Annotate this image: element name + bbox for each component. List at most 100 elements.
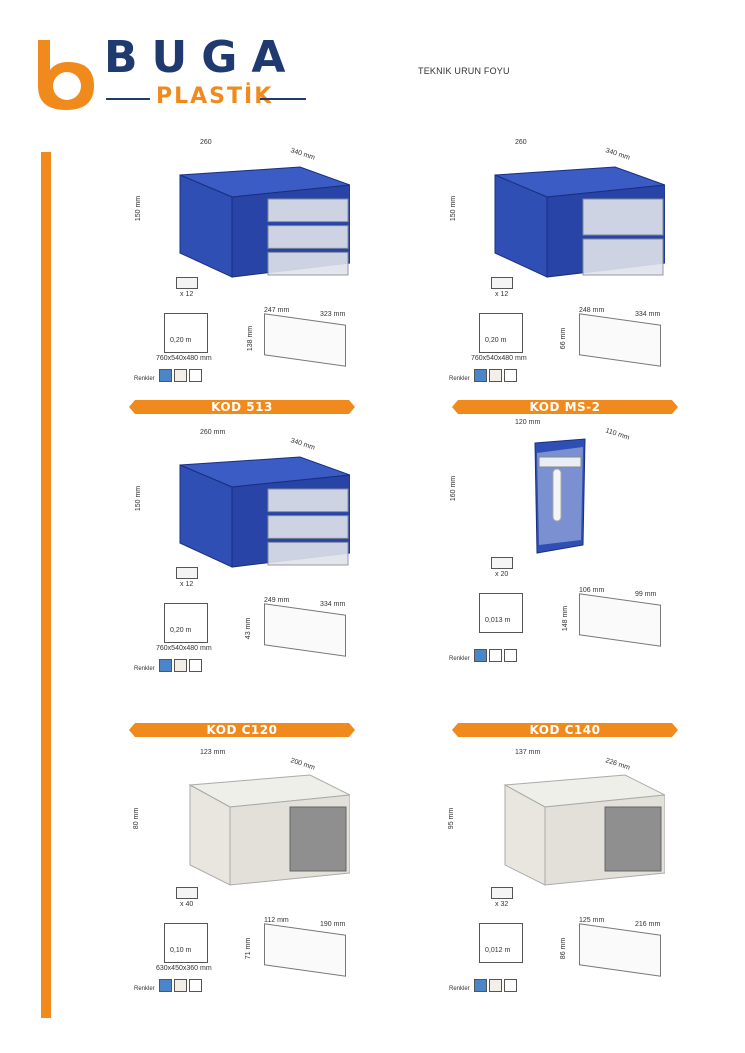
color-swatch-3[interactable] bbox=[503, 979, 517, 993]
small-box-icon bbox=[491, 277, 513, 289]
drawer-diagram: 249 mm 334 mm 43 mm bbox=[245, 595, 360, 665]
dimension-height: 80 mm bbox=[133, 807, 141, 830]
color-swatch-1[interactable] bbox=[158, 659, 172, 673]
color-options: Renkler bbox=[449, 977, 519, 995]
product-image bbox=[465, 145, 666, 285]
package-volume: 0,013 m bbox=[485, 617, 511, 624]
drawer-outline bbox=[264, 603, 346, 657]
package-qty: x 40 bbox=[180, 901, 194, 908]
color-swatch-1[interactable] bbox=[158, 979, 172, 993]
package-volume: 0,20 m bbox=[170, 627, 192, 634]
carton-box-icon bbox=[164, 923, 208, 963]
package-info: x 20 0,013 m bbox=[475, 557, 555, 647]
color-swatch-2[interactable] bbox=[488, 979, 502, 993]
dimension-height: 150 mm bbox=[135, 485, 143, 512]
drawer-width: 106 mm bbox=[579, 587, 605, 594]
color-swatch-2[interactable] bbox=[173, 979, 187, 993]
drawer-depth: 216 mm bbox=[635, 921, 661, 928]
drawer-height: 66 mm bbox=[560, 327, 568, 350]
dimension-height: 160 mm bbox=[450, 475, 458, 502]
drawer-outline bbox=[579, 313, 661, 367]
drawer-depth: 334 mm bbox=[320, 601, 346, 608]
color-swatch-2[interactable] bbox=[488, 369, 502, 383]
small-box-icon bbox=[176, 887, 198, 899]
sheet-title: TEKNIK URUN FOYU bbox=[418, 66, 510, 76]
drawer-depth: 323 mm bbox=[320, 311, 346, 318]
dimension-height: 150 mm bbox=[450, 195, 458, 222]
color-swatch-1[interactable] bbox=[158, 369, 172, 383]
carton-size: 630x450x360 mm bbox=[156, 965, 212, 972]
brand-divider-left bbox=[106, 98, 150, 100]
color-swatch-3[interactable] bbox=[188, 979, 202, 993]
carton-box-icon bbox=[479, 923, 523, 963]
carton-size: 760x540x480 mm bbox=[156, 355, 212, 362]
color-swatch-2[interactable] bbox=[173, 659, 187, 673]
color-options: Renkler bbox=[449, 647, 519, 665]
colors-label: Renkler bbox=[449, 376, 470, 382]
package-volume: 0,20 m bbox=[485, 337, 507, 344]
drawer-height: 43 mm bbox=[245, 617, 253, 640]
drawer-outline bbox=[579, 923, 661, 977]
color-swatch-3[interactable] bbox=[503, 649, 517, 663]
package-qty: x 20 bbox=[495, 571, 509, 578]
drawer-outline bbox=[264, 313, 346, 367]
color-swatch-1[interactable] bbox=[473, 649, 487, 663]
dimension-width: 137 mm bbox=[515, 749, 541, 756]
color-options: Renkler bbox=[134, 657, 204, 675]
color-options: Renkler bbox=[449, 367, 519, 385]
color-swatch-1[interactable] bbox=[473, 369, 487, 383]
carton-size: 760x540x480 mm bbox=[471, 355, 527, 362]
side-accent-bar bbox=[41, 152, 51, 1018]
product-image bbox=[150, 435, 351, 575]
colors-label: Renkler bbox=[134, 666, 155, 672]
dimension-width: 260 bbox=[515, 139, 527, 146]
small-box-icon bbox=[491, 557, 513, 569]
drawer-height: 138 mm bbox=[247, 325, 255, 352]
small-box-icon bbox=[176, 567, 198, 579]
package-qty: x 32 bbox=[495, 901, 509, 908]
package-volume: 0,012 m bbox=[485, 947, 511, 954]
brand-name: BUGA bbox=[104, 32, 300, 83]
color-swatch-3[interactable] bbox=[503, 369, 517, 383]
carton-box-icon bbox=[479, 593, 523, 633]
brand-logo: BUGA PLASTİK bbox=[34, 32, 314, 116]
color-swatch-1[interactable] bbox=[473, 979, 487, 993]
color-swatch-3[interactable] bbox=[188, 369, 202, 383]
drawer-outline bbox=[264, 923, 346, 977]
drawer-unit-image bbox=[188, 774, 352, 886]
color-swatch-2[interactable] bbox=[173, 369, 187, 383]
color-swatch-3[interactable] bbox=[188, 659, 202, 673]
product-image bbox=[150, 755, 352, 895]
dimension-width: 120 mm bbox=[515, 419, 541, 426]
color-options: Renkler bbox=[134, 367, 204, 385]
product-code-banner: KOD 513 bbox=[129, 400, 355, 414]
small-box-icon bbox=[491, 887, 513, 899]
drawer-depth: 99 mm bbox=[635, 591, 657, 598]
brand-divider-right bbox=[260, 98, 306, 100]
drawer-width: 249 mm bbox=[264, 597, 290, 604]
product-image bbox=[465, 755, 667, 895]
dimension-width: 260 bbox=[200, 139, 212, 146]
dimension-width: 260 mm bbox=[200, 429, 226, 436]
product-code-banner: KOD C140 bbox=[452, 723, 678, 737]
drawer-width: 112 mm bbox=[264, 917, 289, 924]
color-options: Renkler bbox=[134, 977, 204, 995]
drawer-unit-image bbox=[179, 166, 351, 278]
carton-size: 760x540x480 mm bbox=[156, 645, 212, 652]
drawer-height: 86 mm bbox=[560, 937, 568, 960]
drawer-width: 247 mm bbox=[264, 307, 290, 314]
dimension-height: 95 mm bbox=[448, 807, 456, 830]
drawer-unit-image bbox=[503, 774, 667, 886]
drawer-width: 248 mm bbox=[579, 307, 605, 314]
color-swatch-2[interactable] bbox=[488, 649, 502, 663]
